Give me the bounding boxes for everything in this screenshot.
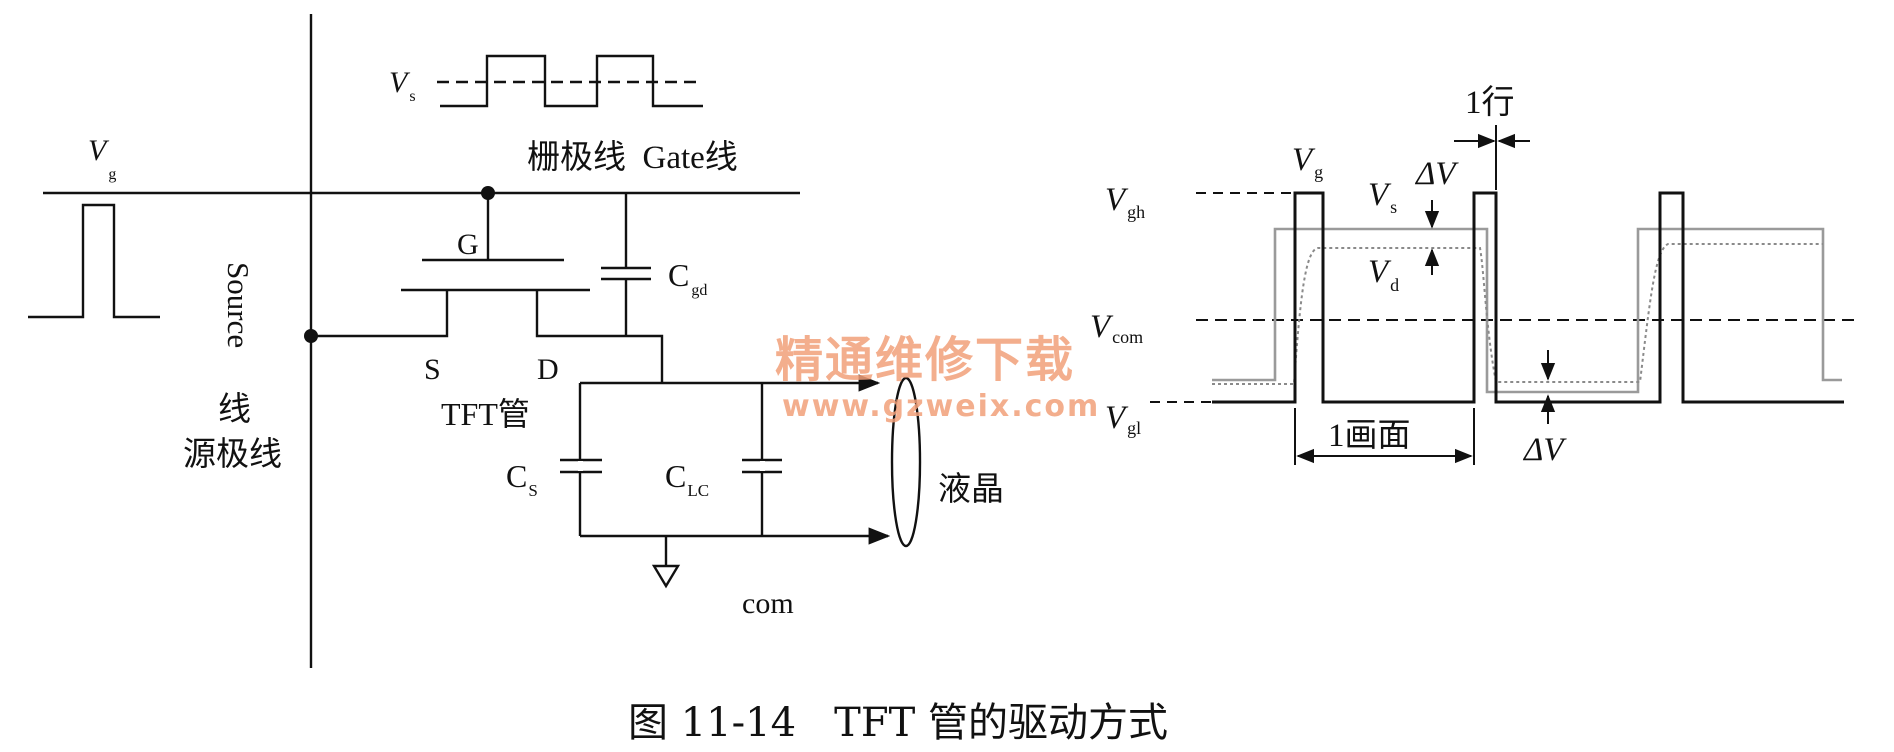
terminal-s-label: S	[424, 353, 441, 386]
source-line-label: Source	[221, 262, 256, 348]
source-line-label-3: 源极线	[183, 436, 282, 473]
ground-symbol-icon	[651, 564, 681, 589]
liquid-crystal-label: 液晶	[938, 471, 1004, 508]
terminal-g-label: G	[457, 228, 479, 261]
vg-label: Vg	[88, 134, 116, 183]
liquid-crystal-ellipse	[890, 376, 922, 548]
com-label: com	[742, 587, 794, 620]
cs-label: CS	[506, 458, 538, 500]
tft-label: TFT管	[441, 396, 530, 432]
clc-label: CLC	[665, 458, 709, 500]
vs-signal-trace	[1212, 227, 1842, 394]
circuit-diagram	[28, 14, 922, 668]
vd-signal-trace	[1212, 243, 1823, 385]
watermark-url: www.gzweix.com	[782, 389, 1100, 424]
gate-line-label: 栅极线 Gate线	[527, 139, 738, 176]
one-row-label: 1行	[1465, 84, 1515, 121]
vg-gate-pulse-trace	[1212, 191, 1844, 404]
timing-diagram	[1150, 125, 1858, 465]
terminal-d-label: D	[537, 353, 559, 386]
figure-caption: 图 11-14 TFT 管的驱动方式	[628, 700, 1168, 746]
source-line-label-2: 线	[218, 391, 251, 428]
watermark: 精通维修下载 www.gzweix.com	[775, 332, 1100, 424]
one-frame-label: 1画面	[1328, 418, 1411, 454]
watermark-title: 精通维修下载	[775, 332, 1075, 388]
delta-v-bottom-label: ΔV	[1522, 432, 1567, 468]
delta-v-top-label: ΔV	[1414, 156, 1459, 192]
vg-pulse-waveform	[28, 203, 160, 319]
